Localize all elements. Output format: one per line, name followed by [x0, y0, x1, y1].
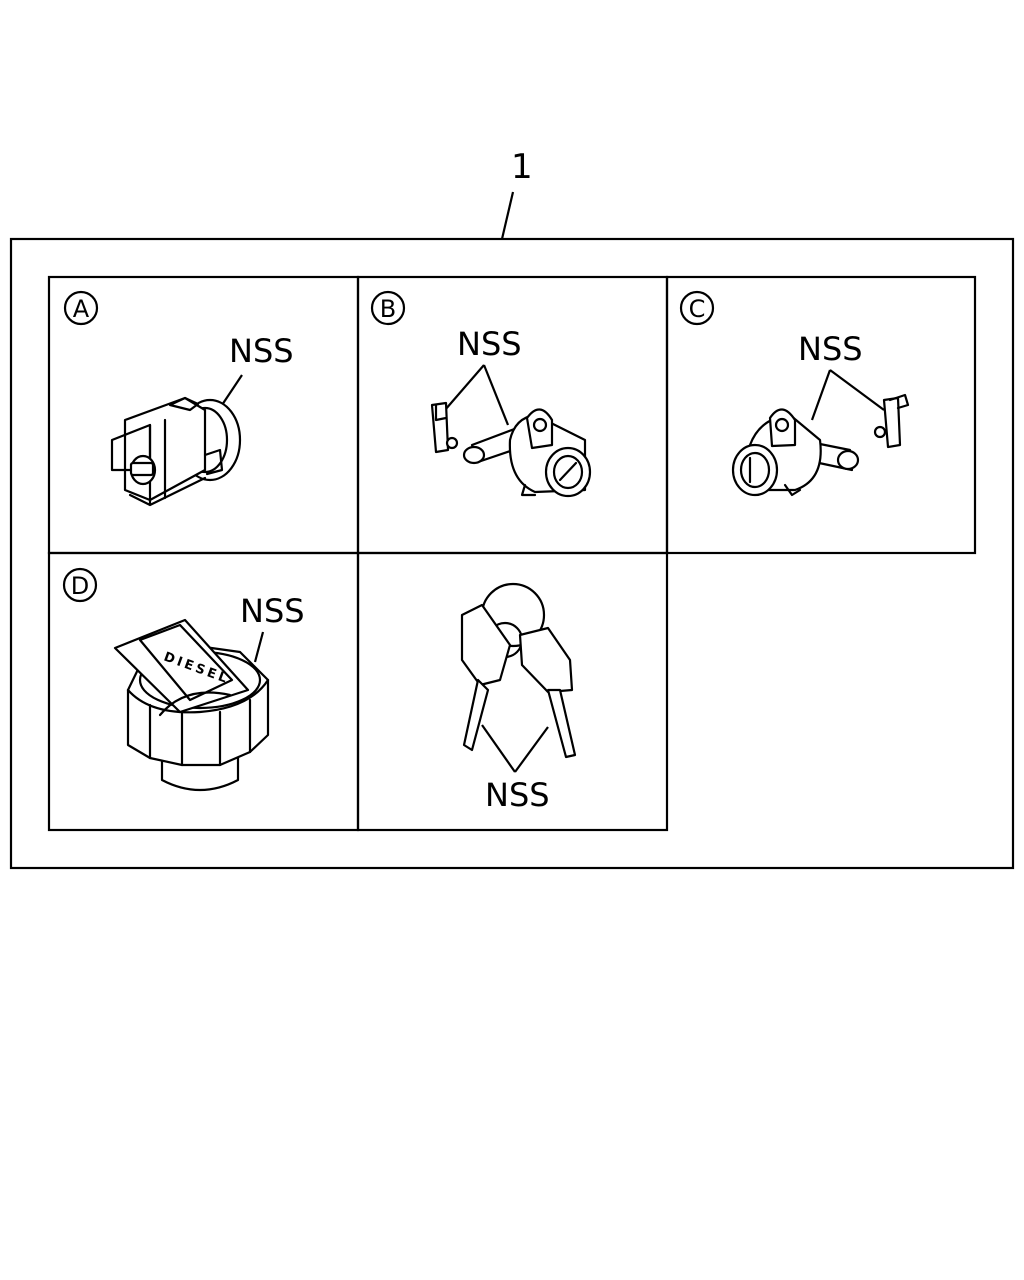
panel-c-letter-circle [679, 290, 715, 326]
panel-a-leader [221, 374, 243, 406]
panel-b-letter: B [380, 295, 396, 323]
panel-b-leader-1 [444, 364, 485, 411]
panel-d: D NSS DIESEL [62, 567, 305, 792]
ignition-lock-cylinder-icon [110, 396, 242, 507]
fuel-cap-icon: DIESEL [113, 618, 270, 792]
door-lock-cylinder-right-icon [731, 393, 910, 497]
panel-b-nss-label: NSS [457, 325, 522, 363]
panel-grid [47, 275, 977, 832]
panel-d-letter-circle [62, 567, 98, 603]
panel-c-frame [665, 275, 977, 555]
panel-keys: NSS [460, 582, 577, 814]
panel-c: C NSS [679, 290, 910, 497]
panel-b-frame [356, 275, 669, 555]
panel-keys-nss-label: NSS [485, 776, 550, 814]
door-lock-cylinder-left-icon [430, 401, 592, 498]
outer-frame [9, 237, 1015, 870]
panel-d-letter: D [71, 572, 89, 600]
panel-a-nss-label: NSS [229, 332, 294, 370]
panel-c-leader-2 [829, 369, 885, 411]
panel-c-letter: C [689, 295, 706, 323]
panel-keys-frame [356, 551, 669, 832]
panel-d-nss-label: NSS [240, 592, 305, 630]
callout-number: 1 [511, 147, 533, 187]
panel-a: A NSS [63, 290, 294, 507]
key-set-icon [460, 582, 577, 759]
panel-c-nss-label: NSS [798, 330, 863, 368]
panel-a-letter-circle [63, 290, 99, 326]
panel-keys-leader-1 [481, 724, 516, 773]
panel-b-letter-circle [370, 290, 406, 326]
panel-a-letter: A [73, 295, 90, 323]
panel-d-leader [253, 631, 265, 663]
panel-b: B NSS [370, 290, 592, 498]
panel-keys-leader-2 [514, 726, 549, 773]
panel-c-leader-1 [810, 369, 832, 421]
callout-leader [500, 191, 515, 240]
panel-b-leader-2 [482, 364, 510, 426]
